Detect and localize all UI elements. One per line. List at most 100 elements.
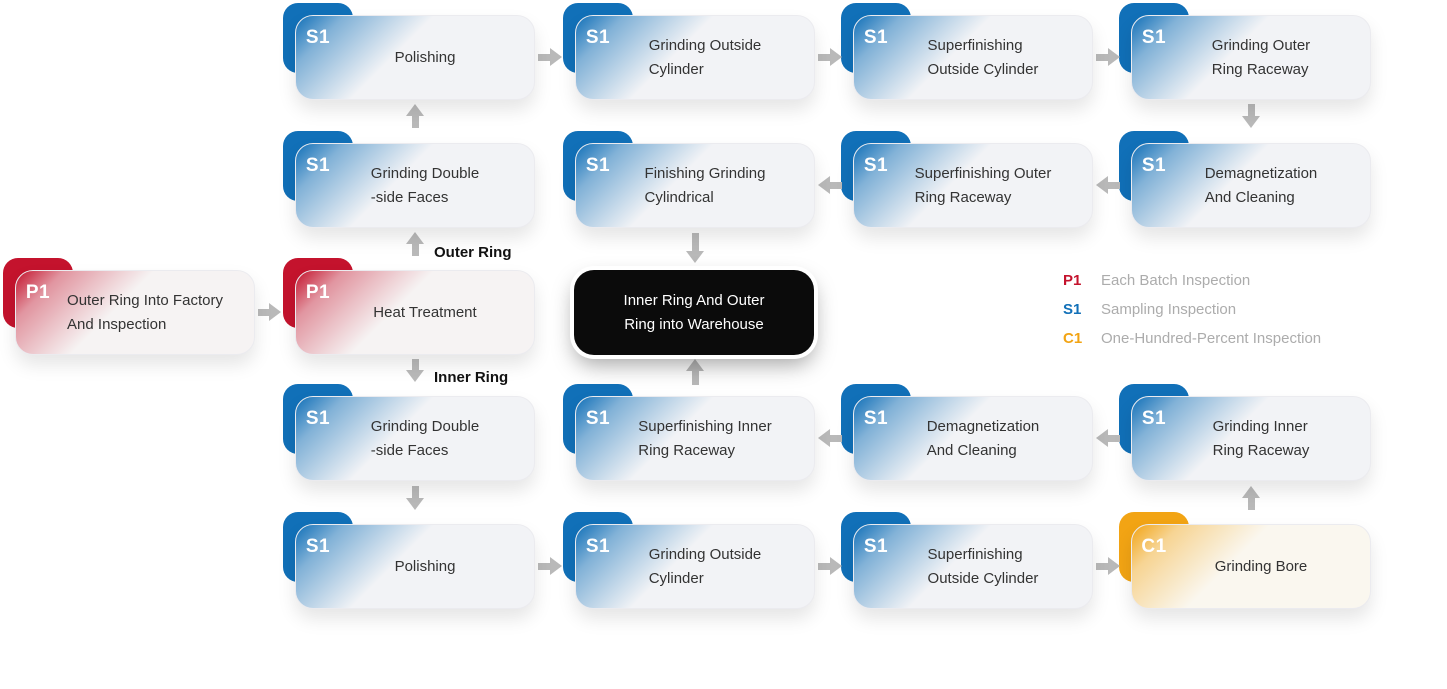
arrow-head [1108, 48, 1120, 66]
legend-item-p1: P1 Each Batch Inspection [1063, 271, 1321, 290]
node-card [853, 524, 1093, 609]
arrow-head [1242, 116, 1260, 128]
arrow-shaft [1108, 181, 1120, 189]
badge-label: P1 [25, 282, 51, 303]
badge-label: S1 [585, 27, 611, 48]
badge-label: S1 [305, 536, 331, 557]
node-label: Outer Ring Into Factory And Inspection [67, 292, 223, 333]
node-label: Superfinishing Outer Ring Raceway [914, 165, 1052, 206]
flow-arrow-right-icon [1096, 48, 1120, 66]
flow-arrow-right-icon [258, 303, 281, 321]
badge-label: S1 [585, 155, 611, 176]
node-card [575, 15, 815, 100]
legend-label-p1: Each Batch Inspection [1101, 272, 1251, 289]
node-finishing-grinding-cylindrical: S1 Finishing Grinding Cylindrical [563, 131, 815, 228]
arrow-head [1096, 429, 1108, 447]
node-grinding-outer-ring-raceway: S1 Grinding Outer Ring Raceway [1119, 3, 1371, 100]
node-label: Grinding Inner Ring Raceway [1212, 418, 1310, 459]
node-card [1131, 15, 1371, 100]
node-card [853, 143, 1093, 228]
arrow-head [686, 359, 704, 371]
node-card [295, 143, 535, 228]
badge-label: S1 [1141, 155, 1167, 176]
flow-arrow-left-icon [818, 176, 842, 194]
node-card [1131, 524, 1371, 609]
node-label: Polishing [394, 557, 456, 575]
node-outer-grinding-double-side-faces: S1 Grinding Double -side Faces [283, 131, 535, 228]
legend-code-p1: P1 [1063, 272, 1082, 289]
flow-arrow-up-icon [686, 359, 704, 385]
arrow-head [1108, 557, 1120, 575]
node-label: Grinding Double -side Faces [370, 165, 480, 206]
arrow-shaft [411, 116, 419, 128]
flow-arrow-right-icon [818, 557, 842, 575]
badge-label: S1 [1141, 27, 1167, 48]
node-outer-grinding-outside-cylinder: S1 Grinding Outside Cylinder [563, 3, 815, 100]
arrow-shaft [411, 359, 419, 370]
legend-label-s1: Sampling Inspection [1101, 301, 1237, 318]
badge-label: S1 [863, 27, 889, 48]
node-label: Heat Treatment [373, 303, 477, 321]
flow-arrow-down-icon [406, 359, 424, 382]
flow-arrow-left-icon [818, 429, 842, 447]
node-label: Inner Ring And Outer Ring into Warehouse [623, 292, 765, 333]
arrow-head [818, 429, 830, 447]
node-inner-grinding-double-side-faces: S1 Grinding Double -side Faces [283, 384, 535, 481]
arrow-head [1096, 176, 1108, 194]
legend-item-c1: C1 One-Hundred-Percent Inspection [1063, 329, 1321, 348]
flow-arrow-down-icon [406, 486, 424, 510]
node-card [1131, 143, 1371, 228]
arrow-head [406, 104, 424, 116]
arrow-head [406, 232, 424, 244]
badge-label: S1 [305, 408, 331, 429]
flow-arrow-right-icon [1096, 557, 1120, 575]
arrow-shaft [691, 233, 699, 251]
badge-label: S1 [305, 27, 331, 48]
arrow-shaft [1247, 498, 1255, 510]
arrow-head [269, 303, 281, 321]
flow-arrow-left-icon [1096, 176, 1120, 194]
node-label: Finishing Grinding Cylindrical [644, 165, 766, 206]
node-inner-and-outer-ring-into-warehouse: Inner Ring And Outer Ring into Warehouse [574, 270, 814, 355]
flow-arrow-right-icon [818, 48, 842, 66]
arrow-shaft [1096, 53, 1108, 61]
node-outer-demagnetization-and-cleaning: S1 Demagnetization And Cleaning [1119, 131, 1371, 228]
node-label: Grinding Outer Ring Raceway [1211, 37, 1311, 78]
branch-label-inner-ring: Inner Ring [434, 369, 509, 386]
flow-arrow-right-icon [538, 557, 562, 575]
flow-arrow-down-icon [1242, 104, 1260, 128]
arrow-head [550, 48, 562, 66]
node-card [295, 15, 535, 100]
arrow-shaft [1247, 104, 1255, 116]
arrow-head [406, 370, 424, 382]
arrow-shaft [411, 486, 419, 498]
node-label: Polishing [394, 48, 456, 66]
node-card [853, 15, 1093, 100]
flow-arrow-up-icon [1242, 486, 1260, 510]
node-label: Superfinishing Outside Cylinder [927, 37, 1039, 78]
legend-label-c1: One-Hundred-Percent Inspection [1101, 330, 1322, 347]
arrow-head [830, 48, 842, 66]
node-outer-ring-into-factory-and-inspection: P1 Outer Ring Into Factory And Inspection [3, 258, 255, 355]
node-card [575, 143, 815, 228]
badge-label: S1 [863, 155, 889, 176]
legend-code-s1: S1 [1063, 301, 1082, 318]
arrow-head [818, 176, 830, 194]
node-card [575, 396, 815, 481]
node-label: Demagnetization And Cleaning [1204, 165, 1318, 206]
node-label: Grinding Outside Cylinder [648, 37, 762, 78]
badge-label: S1 [863, 536, 889, 557]
arrow-shaft [538, 562, 550, 570]
node-label: Grinding Double -side Faces [370, 418, 480, 459]
badge-label: S1 [305, 155, 331, 176]
badge-label: S1 [585, 536, 611, 557]
node-outer-superfinishing-outside-cylinder: S1 Superfinishing Outside Cylinder [841, 3, 1093, 100]
node-card [1131, 396, 1371, 481]
arrow-head [830, 557, 842, 575]
